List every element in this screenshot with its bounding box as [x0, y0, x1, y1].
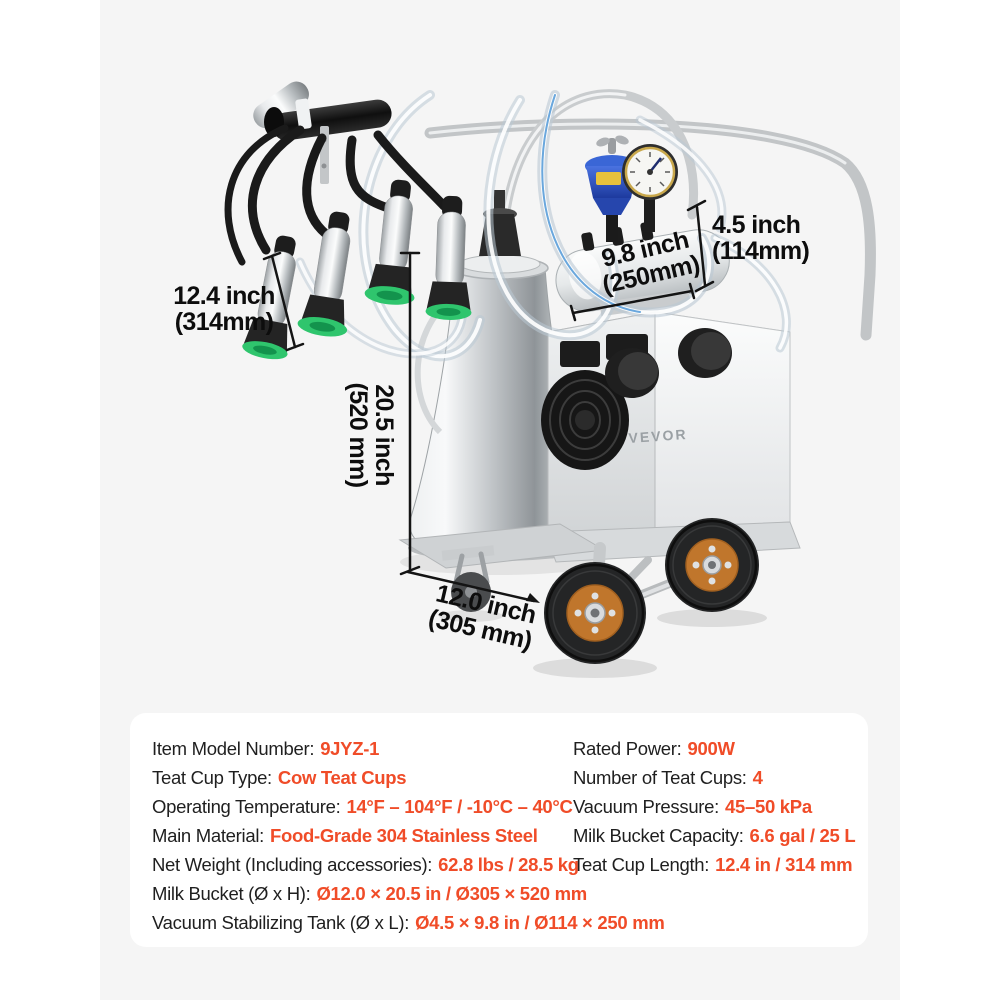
spec-label: Teat Cup Type:: [152, 767, 272, 788]
pressure-gauge: [622, 144, 678, 232]
spec-value: Food-Grade 304 Stainless Steel: [269, 825, 538, 846]
spec-label: Rated Power:: [573, 738, 682, 759]
milk-hoses: [224, 124, 449, 266]
dimension-line-bucket-height: [399, 251, 421, 576]
spec-value: Ø4.5 × 9.8 in / Ø114 × 250 mm: [415, 912, 665, 933]
dimension-line-tank-diameter: [686, 199, 715, 293]
dimension-line-teat-cup-length: [262, 251, 305, 352]
spec-label: Number of Teat Cups:: [573, 767, 747, 788]
caster-wheel: [441, 545, 495, 612]
annotation-line: 12.4 inch: [173, 282, 275, 310]
dimension-lines: [262, 199, 715, 603]
spec-value: 4: [752, 767, 763, 788]
blue-striped-tube: [541, 94, 641, 313]
teat-cup: [297, 211, 351, 337]
spec-value: 45–50 kPa: [725, 796, 812, 817]
pump-end-cap: [605, 328, 732, 398]
spec-row-bucket-capacity: Milk Bucket Capacity:6.6 gal / 25 L: [573, 821, 856, 850]
spec-value: Ø12.0 × 20.5 in / Ø305 × 520 mm: [316, 883, 587, 904]
spec-value: 6.6 gal / 25 L: [749, 825, 856, 846]
spec-value: 12.4 in / 314 mm: [715, 854, 853, 875]
spec-label: Teat Cup Length:: [573, 854, 710, 875]
spec-value: 9JYZ-1: [320, 738, 380, 759]
milking-cluster: [224, 81, 472, 360]
spec-label: Net Weight (Including accessories):: [152, 854, 433, 875]
spec-value: Cow Teat Cups: [277, 767, 407, 788]
front-wheel: [544, 562, 646, 664]
fan-grille: [541, 370, 629, 470]
annotation-bucket-height: 20.5 inch (520 mm): [343, 360, 398, 510]
spec-row-milk-bucket-size: Milk Bucket (Ø x H):Ø12.0 × 20.5 in / Ø3…: [152, 879, 665, 908]
spec-label: Main Material:: [152, 825, 264, 846]
tube-clamp: [295, 98, 312, 130]
spec-row-rated-power: Rated Power:900W: [573, 734, 855, 763]
spec-row-model: Item Model Number:9JYZ-1: [152, 734, 665, 763]
spec-label: Milk Bucket (Ø x H):: [152, 883, 311, 904]
spec-row-operating-temperature: Operating Temperature:14°F – 104°F / -10…: [152, 792, 665, 821]
vent-grille: [560, 341, 600, 367]
spec-row-vacuum-pressure: Vacuum Pressure:45–50 kPa: [573, 792, 855, 821]
vacuum-pump-box: [541, 311, 801, 563]
spec-label: Milk Bucket Capacity:: [573, 825, 744, 846]
spec-label: Vacuum Stabilizing Tank (Ø x L):: [152, 912, 410, 933]
spec-row-teat-cup-count: Number of Teat Cups:4: [573, 763, 855, 792]
spec-value: 14°F – 104°F / -10°C – 40°C: [346, 796, 573, 817]
annotation-tank-diameter: 4.5 inch (114mm): [712, 212, 862, 264]
spec-panel: Item Model Number:9JYZ-1 Teat Cup Type:C…: [130, 713, 868, 947]
teat-cup: [425, 195, 472, 320]
spec-column-right: Rated Power:900W Number of Teat Cups:4 V…: [573, 734, 856, 879]
spec-row-tank-size: Vacuum Stabilizing Tank (Ø x L):Ø4.5 × 9…: [152, 908, 665, 937]
dimension-line-bucket-diameter: [406, 570, 540, 603]
spec-row-main-material: Main Material:Food-Grade 304 Stainless S…: [152, 821, 665, 850]
rear-wheel: [665, 518, 759, 612]
annotation-line: 20.5 inch: [370, 384, 398, 486]
regulator-label: [596, 172, 621, 185]
spec-value: 62.8 lbs / 28.5 kg: [438, 854, 579, 875]
spec-label: Item Model Number:: [152, 738, 315, 759]
spec-label: Operating Temperature:: [152, 796, 341, 817]
annotation-line: 4.5 inch: [712, 211, 801, 239]
annotation-line: (520 mm): [344, 382, 372, 488]
annotation-teat-cup-length: 12.4 inch (314mm): [159, 283, 289, 335]
spec-row-net-weight: Net Weight (Including accessories):62.8 …: [152, 850, 665, 879]
spec-value: 900W: [687, 738, 735, 759]
spec-column-left: Item Model Number:9JYZ-1 Teat Cup Type:C…: [152, 734, 665, 937]
spec-label: Vacuum Pressure:: [573, 796, 720, 817]
spec-row-teat-cup-type: Teat Cup Type:Cow Teat Cups: [152, 763, 665, 792]
dimension-line-tank-length: [569, 282, 696, 322]
annotation-line: (114mm): [712, 237, 810, 265]
annotation-line: (314mm): [174, 308, 274, 336]
spec-row-teat-cup-length: Teat Cup Length:12.4 in / 314 mm: [573, 850, 855, 879]
